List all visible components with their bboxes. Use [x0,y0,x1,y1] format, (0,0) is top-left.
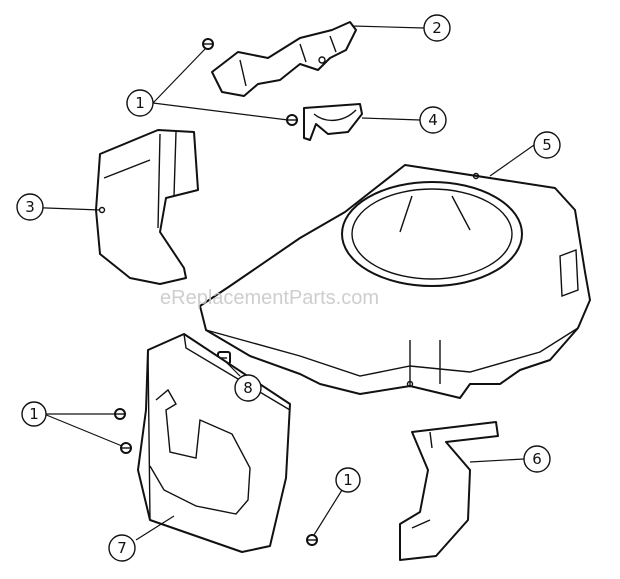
part-5-blower-housing [199,164,591,399]
callout-1-bottom: 1 [335,467,361,493]
watermark-text: eReplacementParts.com [160,287,379,309]
callout-label: 5 [542,136,552,154]
callout-6: 6 [523,445,551,473]
part-4-bracket [303,103,363,141]
fastener-left-upper [114,408,126,420]
callout-2: 2 [423,14,451,42]
callout-1-left: 1 [21,401,47,427]
part-2-bracket [211,21,357,97]
callout-label: 1 [343,471,353,489]
fastener-top [202,38,214,50]
fastener-bottom [306,534,318,546]
callout-label: 7 [117,539,127,557]
part-7-lower-shroud [137,333,291,553]
callout-label: 8 [243,379,253,397]
fastener-left-lower [120,442,132,454]
callout-label: 1 [29,405,39,423]
fastener-middle [286,114,298,126]
callout-5: 5 [533,131,561,159]
callout-3: 3 [16,193,44,221]
callout-label: 6 [532,450,542,468]
callout-7: 7 [108,534,136,562]
callout-8: 8 [234,374,262,402]
callout-4: 4 [419,106,447,134]
callout-label: 2 [432,19,442,37]
callout-label: 1 [135,94,145,112]
part-6-bracket [399,421,499,561]
callout-1-top: 1 [126,89,154,117]
callout-label: 3 [25,198,35,216]
callout-label: 4 [428,111,438,129]
part-3-shield [95,129,199,285]
